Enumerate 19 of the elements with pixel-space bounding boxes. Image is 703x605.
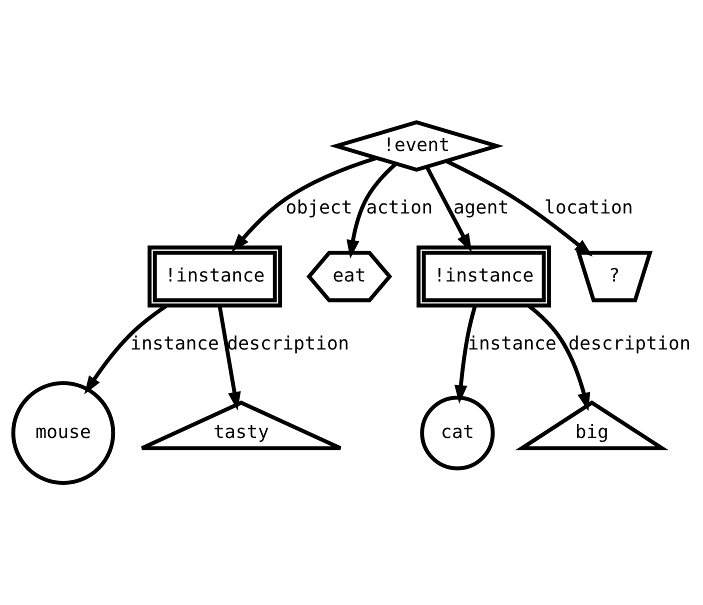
edge-label: action [366, 198, 433, 219]
node-box: !instance [416, 246, 552, 308]
arrow [346, 162, 398, 259]
edge-label: agent [453, 198, 509, 219]
edge-label: object [286, 198, 352, 219]
node-circle: cat [420, 396, 495, 470]
edge-label: description [568, 333, 691, 354]
edge-label: instance [130, 333, 220, 354]
arrow [218, 305, 241, 410]
edge-label: location [544, 198, 634, 219]
edge-label: instance [468, 333, 557, 354]
node-box: !instance [148, 246, 282, 308]
arrow [232, 156, 378, 252]
node-circle: mouse [11, 381, 116, 485]
arrow [454, 305, 477, 404]
arrow [445, 159, 593, 257]
edge-label: description [226, 333, 350, 354]
node-diamond: !event [329, 120, 504, 172]
arrow [425, 166, 472, 252]
